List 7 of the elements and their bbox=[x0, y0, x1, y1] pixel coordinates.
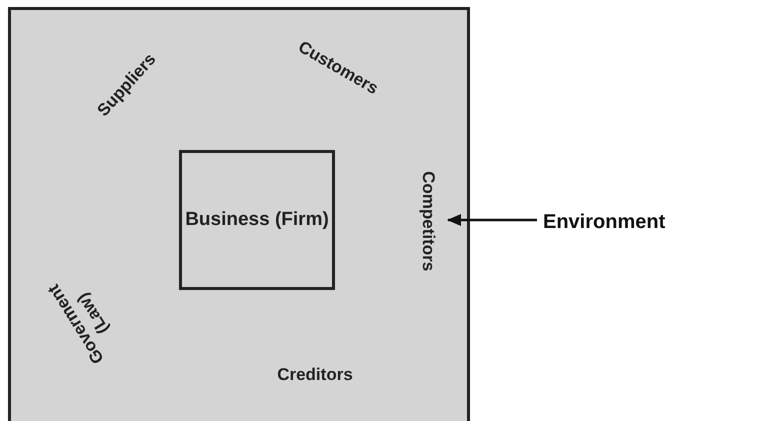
arrow bbox=[447, 214, 537, 226]
environment-area bbox=[8, 7, 470, 421]
side-label: Competitors bbox=[418, 170, 438, 274]
side-label: Creditors bbox=[276, 365, 354, 386]
node-label: Environment bbox=[543, 210, 666, 234]
box-label: Business (Firm) bbox=[185, 208, 329, 232]
process-box bbox=[179, 150, 335, 290]
